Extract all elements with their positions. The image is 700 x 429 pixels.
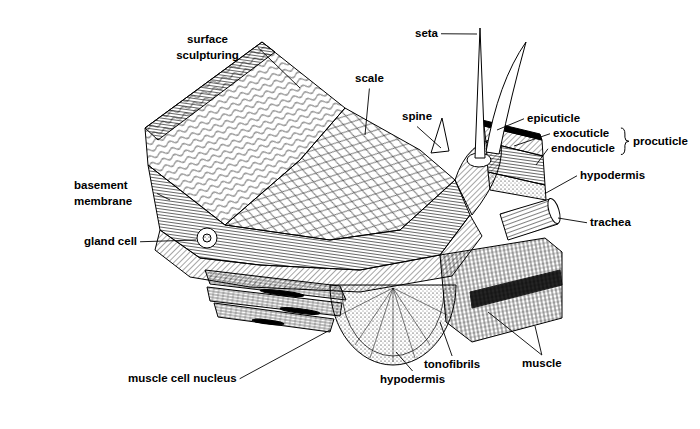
- part-label: surface sculpturing: [160, 32, 255, 63]
- leader-line: [140, 240, 196, 242]
- leader-line: [546, 176, 577, 193]
- part-label: trachea: [590, 215, 631, 231]
- part-label: seta: [415, 26, 438, 42]
- leader-line: [536, 149, 548, 165]
- part-label: spine: [402, 109, 432, 125]
- leader-line: [558, 218, 587, 223]
- part-label: gland cell: [84, 234, 137, 250]
- leader-line: [365, 89, 369, 135]
- part-label: basement membrane: [74, 178, 154, 209]
- part-label: tonofibrils: [424, 357, 480, 373]
- leader-line: [440, 322, 452, 356]
- part-label: muscle: [522, 356, 562, 372]
- part-label: hypodermis: [380, 372, 445, 388]
- leader-line: [258, 48, 300, 88]
- part-label: scale: [355, 71, 384, 87]
- part-label: epicuticle: [527, 111, 580, 127]
- leader-line: [157, 194, 170, 200]
- part-label: procuticle: [633, 134, 688, 150]
- leader-line: [535, 326, 542, 355]
- part-label: exocuticle: [553, 126, 609, 142]
- part-label: endocuticle: [551, 141, 615, 157]
- leader-line: [417, 127, 441, 148]
- leader-line: [441, 33, 477, 34]
- brace: [621, 128, 629, 155]
- leader-line: [488, 312, 542, 355]
- leader-line: [396, 352, 413, 371]
- leader-line: [514, 134, 550, 146]
- part-label: muscle cell nucleus: [128, 371, 237, 387]
- leader-line: [497, 119, 524, 130]
- leader-line: [240, 330, 330, 379]
- part-label: hypodermis: [580, 168, 645, 184]
